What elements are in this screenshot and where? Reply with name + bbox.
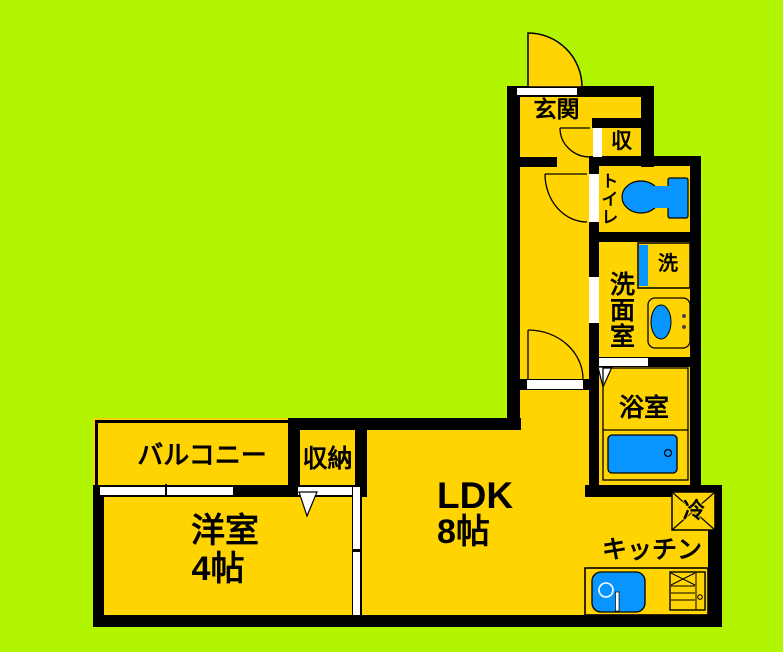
ldk-door-opening [527,380,583,389]
wall-toilet-top [589,156,701,166]
entrance-door-arc-icon [527,32,583,88]
shoe-cabinet-label: 収 [611,130,632,153]
sliding-door-line [360,487,362,615]
wall-genkan-bottom [507,157,557,167]
shoe-cabinet-door [593,128,602,157]
fridge-label: 冷 [682,498,705,523]
wall-ldk-topleft [288,418,521,430]
storage-door-opening [298,487,353,495]
wall-bottom [93,615,722,627]
washroom-door-opening [589,277,599,323]
balcony-window-tick [165,484,167,497]
bathroom-label: 浴室 [618,394,669,422]
storage-label: 収納 [302,445,353,473]
western-room-label: 洋室 [191,512,259,550]
toilet-label: トイレ [598,172,618,226]
wall-corridor-right [589,156,599,497]
wall-storage-right [355,418,367,497]
sliding-door-tick [352,549,360,552]
entrance-opening [517,88,577,95]
ldk-size-label: 8帖 [437,513,490,551]
wall-shoe-cabinet-top [592,118,654,128]
wall-bathroom-bottom [585,485,722,497]
ldk-label: LDK [437,475,514,516]
genkan-label: 玄関 [533,96,580,122]
balcony-label: バルコニー [137,440,267,470]
washer-label: 洗 [658,253,678,275]
wall-storage-left [288,418,300,497]
wall-sanitary-right [690,156,701,497]
wall-toilet-bottom [589,232,701,242]
wall-genkan-top [507,86,654,97]
washroom-label: 洗面室 [606,271,635,349]
wall-western-left [93,485,104,627]
wall-corridor-left [507,86,520,430]
bath-door-opening [599,358,648,366]
toilet-door-opening [589,174,599,222]
western-room-size-label: 4帖 [191,550,245,588]
kitchen-label: キッチン [601,536,702,564]
floor-main-block [93,418,601,627]
